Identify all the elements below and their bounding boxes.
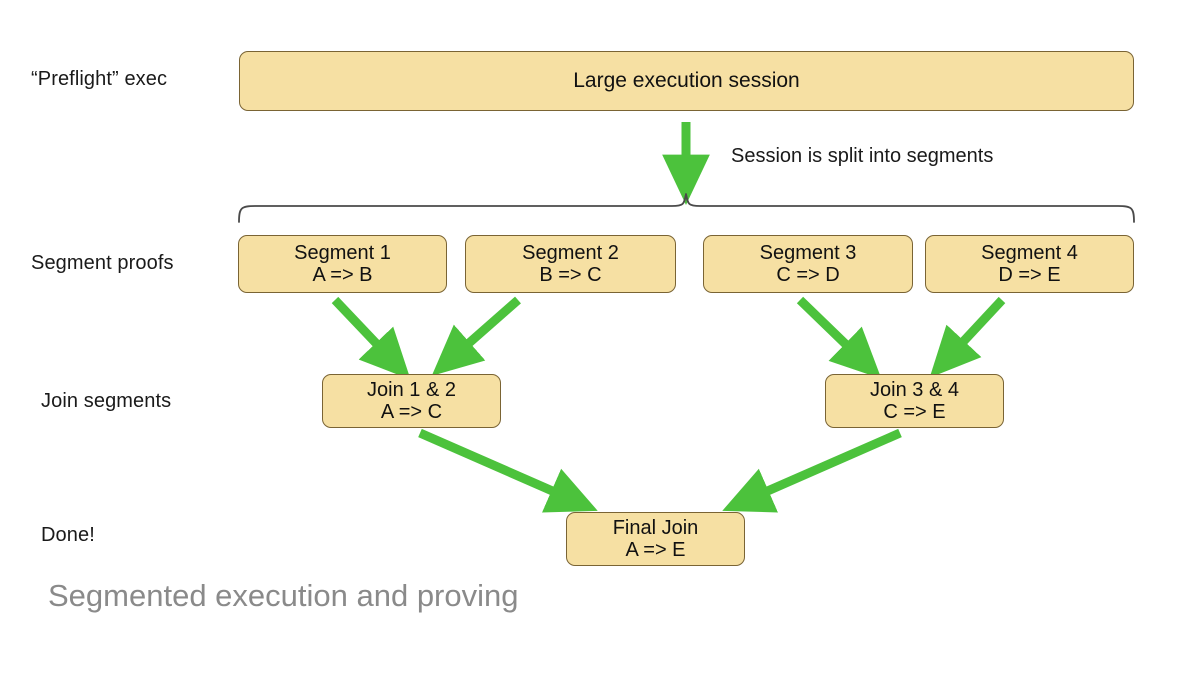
annotation-split-note: Session is split into segments (731, 145, 994, 167)
row-label-segment-proofs: Segment proofs (31, 252, 174, 274)
segment-1-title: Segment 1 (294, 241, 391, 264)
final-join-title: Final Join (612, 516, 699, 539)
arrow-segment4-to-join34 (929, 296, 1006, 378)
segment-4-title: Segment 4 (981, 241, 1078, 264)
segment-2-title: Segment 2 (522, 241, 619, 264)
large-execution-session-title: Large execution session (573, 69, 800, 93)
final-join-transition: A => E (625, 539, 686, 561)
join-34-transition: C => E (883, 401, 946, 423)
segments-brace (238, 193, 1135, 223)
join-12-transition: A => C (380, 401, 443, 423)
segment-3-transition: C => D (776, 264, 840, 286)
join-box-1-2[interactable]: Join 1 & 2 A => C (322, 374, 501, 428)
join-box-3-4[interactable]: Join 3 & 4 C => E (825, 374, 1004, 428)
slide-caption: Segmented execution and proving (48, 578, 519, 613)
segment-box-2[interactable]: Segment 2 B => C (465, 235, 676, 293)
large-execution-session-box[interactable]: Large execution session (239, 51, 1134, 111)
arrow-join34-to-final (722, 428, 902, 513)
arrow-segment2-to-join12 (431, 296, 521, 376)
segment-1-transition: A => B (312, 264, 373, 286)
arrow-join12-to-final (418, 428, 598, 513)
segment-2-transition: B => C (539, 264, 602, 286)
arrow-segment1-to-join12 (331, 296, 411, 380)
segment-box-1[interactable]: Segment 1 A => B (238, 235, 447, 293)
join-34-title: Join 3 & 4 (870, 378, 959, 401)
segment-box-3[interactable]: Segment 3 C => D (703, 235, 913, 293)
join-12-title: Join 1 & 2 (367, 378, 456, 401)
arrow-segment3-to-join34 (796, 296, 882, 379)
segment-box-4[interactable]: Segment 4 D => E (925, 235, 1134, 293)
row-label-preflight: “Preflight” exec (31, 68, 168, 90)
segment-3-title: Segment 3 (759, 241, 857, 264)
row-label-done: Done! (41, 524, 95, 546)
row-label-join-segments: Join segments (41, 390, 172, 412)
segment-4-transition: D => E (998, 264, 1061, 286)
final-join-box[interactable]: Final Join A => E (566, 512, 745, 566)
